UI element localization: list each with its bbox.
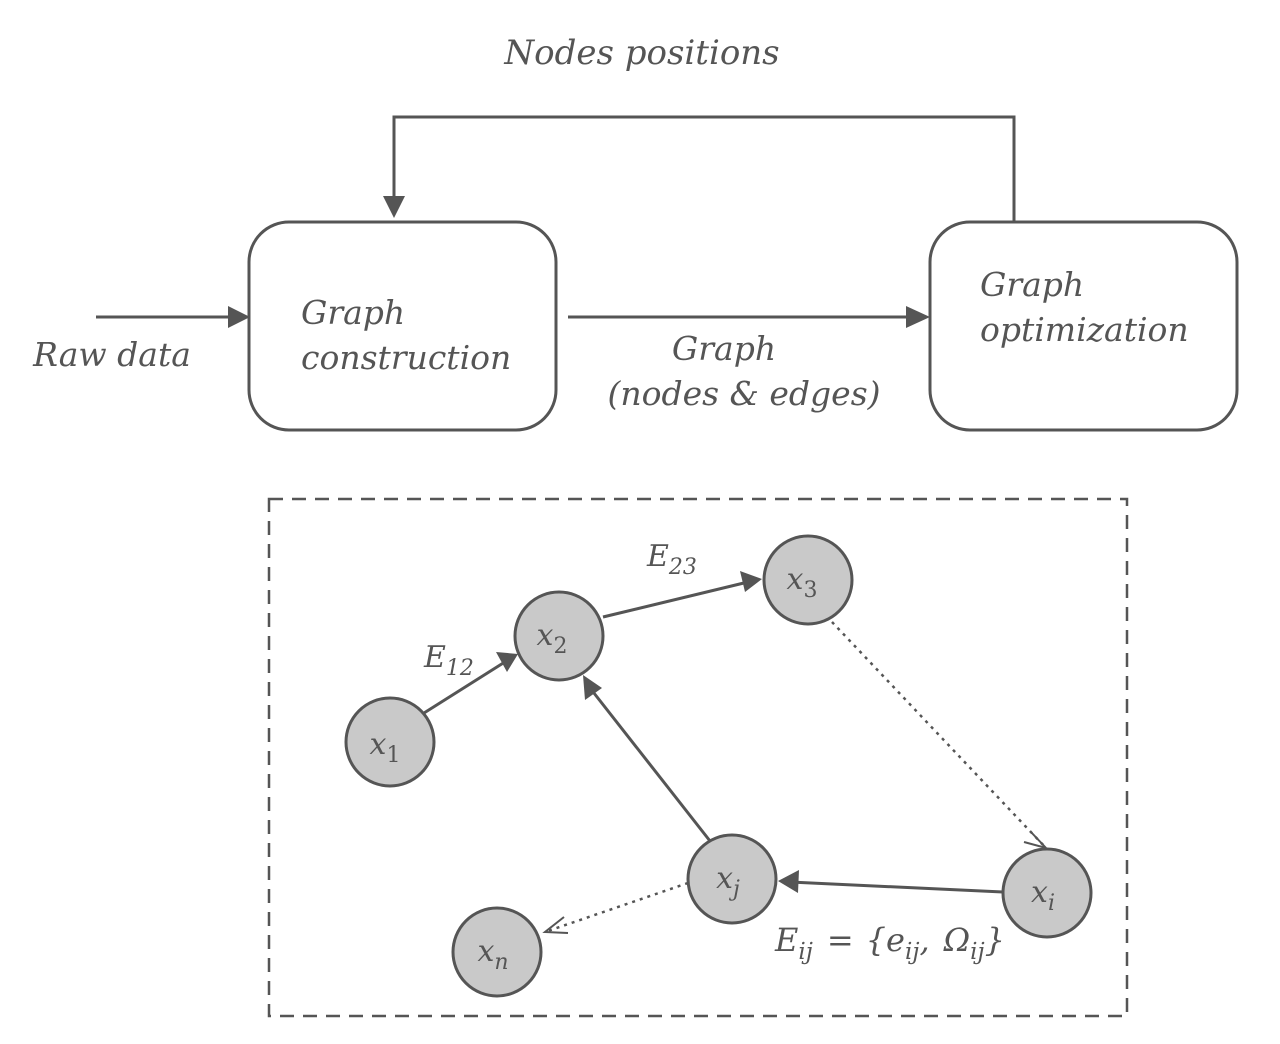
- edge-label-e23-sub: 23: [668, 555, 697, 580]
- svg-text:x1: x1: [370, 727, 401, 768]
- feedback-arrow: [392, 115, 1016, 222]
- edge-xj-x2: [588, 687, 712, 842]
- svg-text:xi: xi: [1031, 875, 1055, 916]
- graph-detail-panel: [267, 497, 1129, 1018]
- node-x3-sub: 3: [803, 578, 817, 603]
- eij-lhs-sub: ij: [798, 939, 813, 965]
- eij-lhs-base: E: [774, 921, 798, 959]
- node-xn: xn: [451, 906, 543, 998]
- node-x2-sub: 2: [553, 634, 567, 659]
- node-x1-sub: 1: [386, 743, 400, 768]
- eij-e-base: e: [886, 921, 905, 959]
- graph-edge-label-line2: (nodes & edges): [607, 374, 880, 413]
- edge-label-e12-base: E: [423, 640, 446, 675]
- node-xj-base: x: [716, 861, 733, 896]
- graph-optimization-box: [928, 220, 1239, 432]
- node-xi: xi: [1001, 847, 1093, 939]
- edge-x2-x3: [602, 580, 749, 619]
- construction-label-line2: construction: [301, 338, 511, 377]
- feedback-label: Nodes positions: [503, 33, 779, 73]
- input-arrowhead: [228, 306, 250, 328]
- edge-x2-x3-arrowhead: [740, 571, 762, 592]
- construction-label-line1: Graph: [301, 293, 405, 332]
- optimization-label-line1: Graph: [980, 265, 1084, 304]
- graph-construction-box: [247, 220, 558, 432]
- eij-e-sub: ij: [905, 939, 920, 965]
- node-x3-base: x: [787, 562, 804, 597]
- edge-xi-xj: [789, 880, 1004, 894]
- node-xn-base: x: [477, 934, 494, 969]
- eij-comma: ,: [919, 921, 929, 959]
- node-xi-sub: i: [1048, 891, 1055, 916]
- edge-x3-xi-dotted: [831, 621, 1047, 849]
- eij-equals: =: [827, 921, 854, 959]
- edge-xj-xn-arrowhead: [542, 916, 569, 934]
- node-x2-base: x: [537, 618, 554, 653]
- svg-text:x3: x3: [787, 562, 818, 603]
- node-x2: x2: [513, 590, 605, 682]
- input-label: Raw data: [32, 335, 191, 374]
- eij-omega-base: Ω: [943, 921, 971, 959]
- graph-arrowhead: [906, 306, 930, 328]
- feedback-arrowhead: [383, 196, 405, 218]
- node-x1-base: x: [370, 727, 387, 762]
- eij-open-brace: {: [866, 921, 886, 959]
- edge-xj-xn-dotted: [544, 881, 689, 934]
- node-xn-sub: n: [494, 950, 508, 975]
- edge-x3-xi-arrowhead: [1023, 830, 1050, 850]
- edge-label-e12-sub: 12: [446, 656, 474, 681]
- node-xj: xj: [686, 833, 778, 925]
- edge-label-e12: E12: [423, 640, 474, 681]
- node-x1: x1: [344, 696, 436, 788]
- eij-omega-sub: ij: [970, 939, 985, 965]
- edge-label-e23: E23: [646, 539, 697, 580]
- svg-text:x2: x2: [537, 618, 568, 659]
- graph-edge-label-line1: Graph: [672, 329, 776, 368]
- edge-label-eij: Eij={eij,Ωij}: [774, 921, 1005, 965]
- node-x3: x3: [762, 534, 854, 626]
- eij-close-brace: }: [985, 921, 1005, 959]
- edge-x1-x2: [423, 658, 509, 715]
- node-xi-base: x: [1031, 875, 1048, 910]
- edge-label-e23-base: E: [646, 539, 669, 574]
- edge-xj-x2-arrowhead: [583, 675, 602, 700]
- svg-text:xn: xn: [477, 934, 508, 975]
- edge-x1-x2-arrowhead: [496, 652, 518, 672]
- optimization-label-line2: optimization: [980, 310, 1189, 349]
- edge-xi-xj-arrowhead: [778, 870, 799, 893]
- svg-text:xj: xj: [716, 861, 740, 902]
